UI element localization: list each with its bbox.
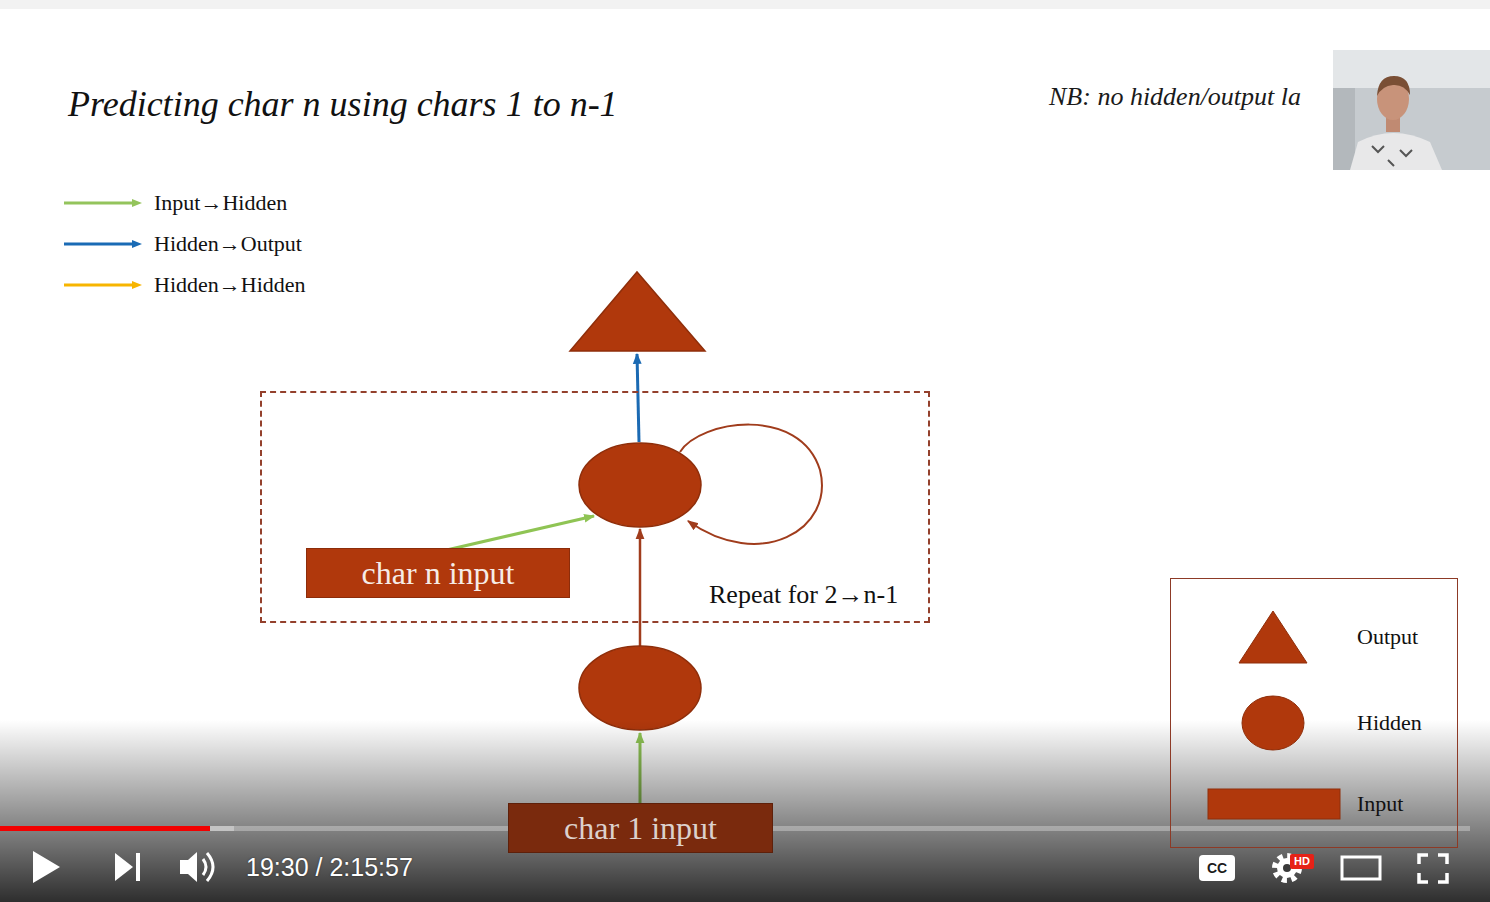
slide-title: Predicting char n using chars 1 to n-1 [68, 82, 618, 126]
legend-entry: Hidden→Output [62, 229, 302, 259]
legend-entry: Output [1171, 607, 1418, 667]
note-text: NB: no hidden/output la [1049, 81, 1301, 113]
legend-sample [62, 270, 144, 300]
progress-played [0, 826, 210, 831]
legend-arrowhead [132, 240, 142, 248]
region-label: Repeat for 2→n-1 [709, 579, 898, 611]
next-icon [115, 853, 133, 881]
volume-wave [203, 859, 206, 875]
input-box: char n input [306, 548, 570, 598]
legend-sample [1171, 774, 1357, 834]
legend-entry: Hidden→Hidden [62, 270, 306, 300]
top-strip [0, 0, 1490, 9]
shirt-print [1372, 146, 1412, 166]
time-display-holder: 19:30 / 2:15:57 [246, 852, 413, 882]
person-hair [1377, 76, 1410, 96]
webcam-ceiling [1333, 50, 1490, 88]
legend-triangle [1239, 611, 1307, 663]
legend-text: Input→Hidden [154, 189, 287, 217]
webcam-wall [1333, 88, 1355, 170]
next-icon-bar [136, 853, 140, 881]
legend-circle [1242, 696, 1304, 750]
captions-button: CC [1199, 855, 1235, 881]
legend-text: Hidden [1357, 709, 1422, 737]
fullscreen-icon [1419, 855, 1447, 882]
hd-badge: HD [1290, 854, 1314, 869]
hidden-hidden-arrow [639, 529, 642, 646]
legend-sample [62, 229, 144, 259]
title-holder: Predicting char n using chars 1 to n-1 [68, 82, 618, 126]
legend-entry: Hidden [1171, 693, 1422, 753]
volume-wave [207, 853, 213, 881]
hidden-circle [579, 443, 701, 527]
captions-button-holder: CC [1199, 855, 1235, 881]
theater-icon [1342, 857, 1380, 879]
webcam-thumbnail [1333, 50, 1490, 170]
play-icon [33, 851, 60, 883]
legend-entry: Input→Hidden [62, 188, 287, 218]
output-triangle [570, 272, 705, 351]
hidden-output-arrow [637, 354, 639, 442]
person-shirt [1350, 133, 1442, 170]
webcam-background [1333, 50, 1490, 170]
legend-rect [1208, 789, 1340, 819]
legend-entry: Input [1171, 774, 1403, 834]
arrow-legend: Input→HiddenHidden→OutputHidden→Hidden [62, 0, 362, 1]
hidden-circle [579, 646, 701, 730]
shape-legend: OutputHiddenInput [1170, 578, 1458, 848]
box-label: char n input [362, 553, 515, 593]
input-box: char 1 input [508, 803, 773, 853]
repeat-region: Repeat for 2→n-1 char n input [260, 391, 930, 623]
legend-sample [1171, 693, 1357, 753]
legend-arrowhead [132, 281, 142, 289]
legend-sample [62, 188, 144, 218]
legend-arrowhead [132, 199, 142, 207]
legend-text: Hidden→Output [154, 230, 302, 258]
note-text-holder: NB: no hidden/output la [1049, 81, 1301, 113]
legend-text: Hidden→Hidden [154, 271, 306, 299]
legend-text: Output [1357, 623, 1418, 651]
legend-line-sample [64, 284, 134, 287]
hd-badge-holder: HD [1290, 854, 1314, 869]
legend-text: Input [1357, 790, 1403, 818]
legend-sample [1171, 607, 1357, 667]
legend-line-sample [64, 202, 134, 205]
progress-buffer [0, 826, 234, 831]
time-display: 19:30 / 2:15:57 [246, 852, 413, 882]
self-loop-arrow [680, 425, 822, 544]
box-label: char 1 input [564, 808, 717, 848]
volume-icon [180, 852, 197, 882]
legend-line-sample [64, 243, 134, 246]
